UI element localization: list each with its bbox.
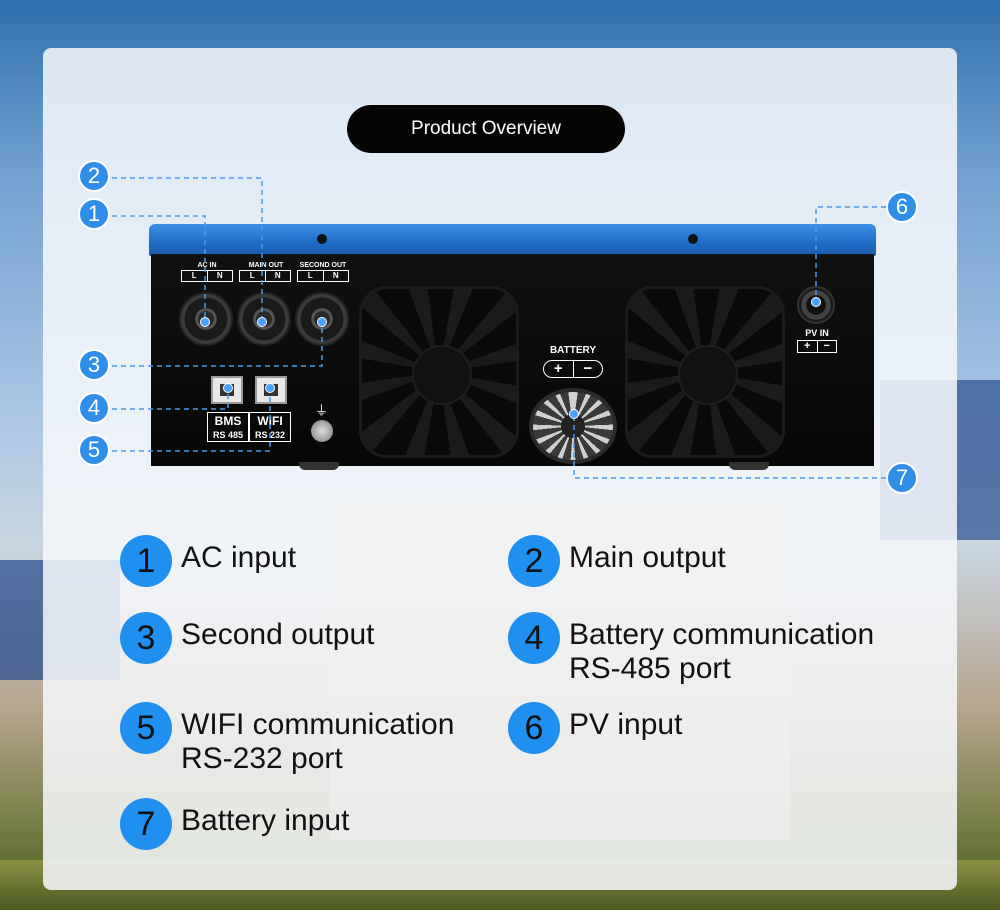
ground-bolt [311, 420, 333, 442]
callout-badge-6: 6 [886, 191, 918, 223]
legend-text: PV input [569, 708, 683, 741]
legend-number: 4 [508, 612, 560, 664]
pv-polarity-box: +− [797, 340, 837, 353]
l-label: L [307, 271, 313, 280]
legend-number: 7 [120, 798, 172, 850]
battery-cable-gland [529, 388, 617, 464]
callout-dot-4 [223, 383, 233, 393]
battery-label: BATTERY [549, 345, 597, 356]
legend-text: AC input [181, 541, 297, 574]
callout-badge-3: 3 [78, 349, 110, 381]
fan-hub [678, 345, 738, 405]
battery-polarity-box: +− [543, 360, 603, 378]
callout-dot-1 [200, 317, 210, 327]
legend-text: Battery input [181, 804, 350, 837]
callout-dot-6 [811, 297, 821, 307]
device-top-cover [149, 224, 876, 256]
legend-number: 2 [508, 535, 560, 587]
callout-dot-5 [265, 383, 275, 393]
second-out-label: SECOND OUT [299, 262, 347, 269]
legend-text: Second output [181, 618, 375, 651]
callout-badge-7: 7 [886, 462, 918, 494]
right-fan [625, 286, 785, 458]
callout-badge-4: 4 [78, 392, 110, 424]
callout-dot-7 [569, 409, 579, 419]
wifi-label: WIFI [257, 414, 283, 428]
n-label: N [206, 271, 233, 281]
legend-text: Main output [569, 541, 726, 574]
legend-number: 5 [120, 702, 172, 754]
ac-in-label: AC IN [197, 262, 217, 269]
callout-dot-2 [257, 317, 267, 327]
main-out-label: MAIN OUT [248, 262, 284, 269]
bms-label: BMS [214, 414, 242, 428]
device-foot [299, 462, 339, 470]
pv-in-label: PV IN [805, 328, 829, 338]
plus-label: + [804, 340, 811, 352]
rs485-label: RS 485 [212, 430, 244, 440]
minus-label: − [572, 361, 603, 377]
n-label: N [264, 271, 291, 281]
n-label: N [322, 271, 349, 281]
legend-text: Battery communication RS-485 port [569, 618, 875, 685]
page-title: Product Overview [347, 105, 625, 153]
legend-number: 6 [508, 702, 560, 754]
screw-icon [688, 234, 698, 244]
legend-number: 1 [120, 535, 172, 587]
ground-icon: ⏚ [315, 403, 329, 418]
fan-hub [412, 345, 472, 405]
minus-label: − [816, 341, 837, 352]
l-label: L [249, 271, 255, 280]
callout-badge-5: 5 [78, 434, 110, 466]
device-foot [729, 462, 769, 470]
plus-label: + [553, 360, 563, 377]
callout-badge-2: 2 [78, 160, 110, 192]
callout-badge-1: 1 [78, 198, 110, 230]
screw-icon [317, 234, 327, 244]
l-label: L [191, 271, 197, 280]
left-fan [359, 286, 519, 458]
legend-text: WIFI communication RS-232 port [181, 708, 455, 775]
rs232-label: RS 232 [254, 430, 286, 440]
legend-number: 3 [120, 612, 172, 664]
callout-dot-3 [317, 317, 327, 327]
